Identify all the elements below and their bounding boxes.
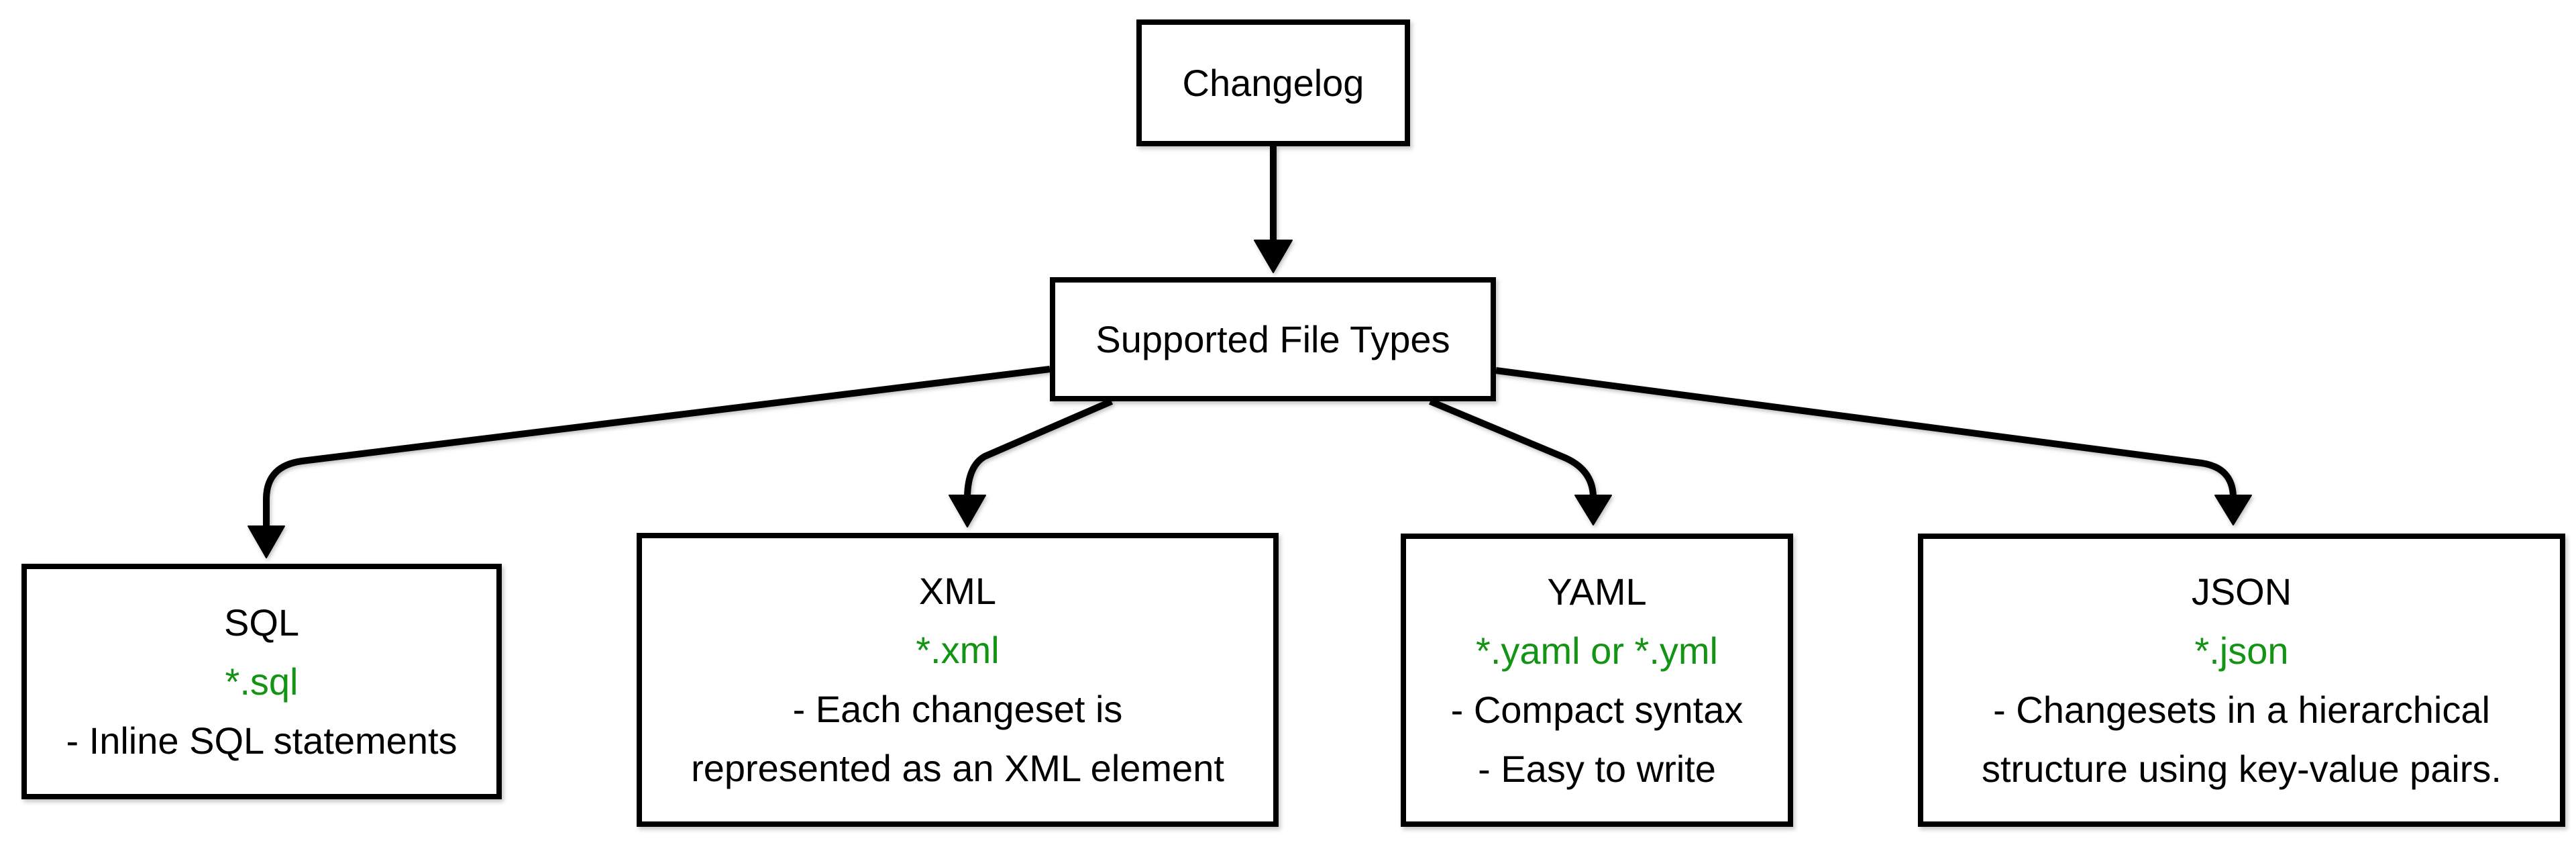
node-xml: XML *.xml - Each changeset is represente… (637, 533, 1279, 827)
arrow-supported-file-types-to-json (1495, 367, 2252, 525)
json-title: JSON (2191, 570, 2292, 613)
arrow-supported-file-types-to-sql (248, 366, 1051, 558)
xml-file-pattern: *.xml (916, 629, 1000, 671)
yaml-note-line: - Easy to write (1478, 747, 1716, 790)
json-note-line: structure using key-value pairs. (1981, 747, 2502, 790)
yaml-note-line: - Compact syntax (1450, 688, 1743, 731)
sql-file-pattern: *.sql (225, 660, 299, 703)
xml-note-line: represented as an XML element (691, 747, 1224, 789)
node-yaml: YAML *.yaml or *.yml - Compact syntax - … (1401, 534, 1793, 827)
json-note-line: - Changesets in a hierarchical (1993, 688, 2490, 731)
node-json: JSON *.json - Changesets in a hierarchic… (1918, 534, 2565, 827)
xml-title: XML (918, 570, 997, 612)
arrow-supported-file-types-to-xml (949, 398, 1113, 528)
node-supported-file-types: Supported File Types (1050, 277, 1496, 401)
sql-title: SQL (223, 601, 300, 644)
json-file-pattern: *.json (2194, 629, 2289, 672)
node-changelog-label: Changelog (1182, 61, 1364, 104)
arrow-supported-file-types-to-yaml (1429, 398, 1612, 525)
node-sql: SQL *.sql - Inline SQL statements (21, 564, 502, 799)
yaml-title: YAML (1547, 570, 1647, 613)
xml-note-line: - Each changeset is (792, 688, 1123, 730)
node-changelog: Changelog (1136, 19, 1410, 146)
node-supported-file-types-label: Supported File Types (1095, 317, 1450, 360)
sql-note-line: - Inline SQL statements (66, 719, 458, 762)
arrow-changelog-to-supported-file-types (1254, 146, 1293, 273)
yaml-file-pattern: *.yaml or *.yml (1476, 629, 1718, 672)
